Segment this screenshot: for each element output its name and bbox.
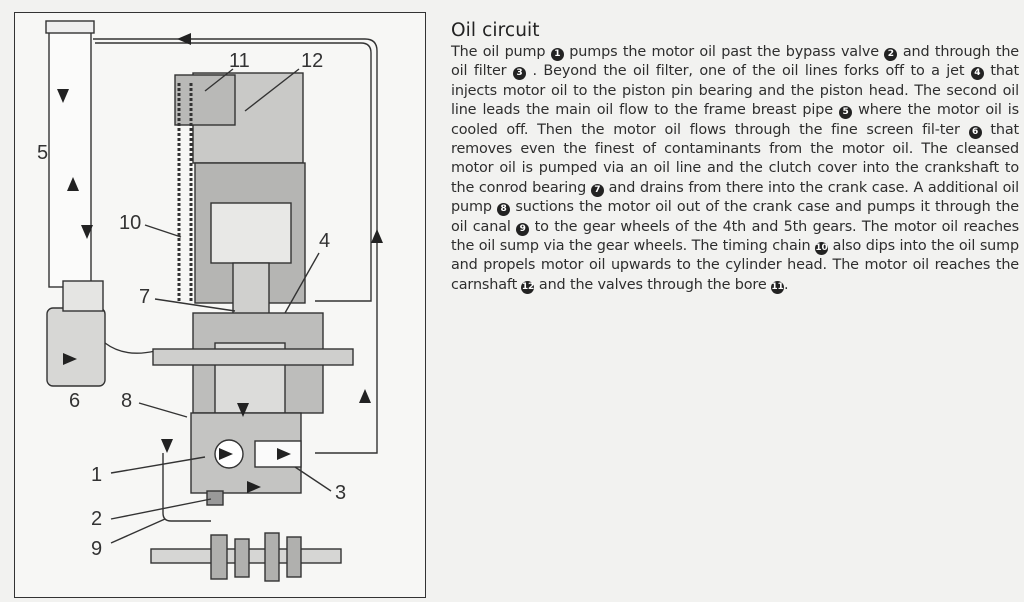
ref-marker-6: 6	[968, 125, 982, 139]
filter-top	[62, 280, 104, 312]
ref-marker-2: 2	[884, 48, 898, 61]
leader-2	[110, 498, 212, 520]
label-7: 7	[139, 286, 150, 308]
pipe-cap	[45, 20, 95, 34]
frame-breast-pipe	[48, 24, 92, 288]
arrow-pipe-down-2	[81, 225, 93, 239]
gear-3	[264, 532, 280, 582]
ref-marker-5: 5	[839, 106, 853, 120]
ref-marker-8: 8	[497, 203, 511, 217]
ref-marker-9: 9	[516, 222, 530, 236]
label-4: 4	[319, 230, 330, 252]
label-9: 9	[91, 538, 102, 560]
ref-marker-3: 3	[512, 67, 526, 81]
label-6: 6	[69, 390, 80, 412]
leader-9	[110, 518, 166, 544]
text-run: The oil pump	[451, 44, 551, 60]
oil-line-inner	[95, 42, 372, 302]
leader-4	[284, 252, 320, 314]
text-run: pumps the motor oil past the bypass valv…	[563, 44, 885, 60]
leader-7	[154, 298, 236, 312]
text-run: . Beyond the oil filter, one of the oil …	[525, 63, 971, 80]
bypass-valve	[206, 490, 224, 506]
camshaft-housing	[174, 74, 236, 126]
label-11: 11	[229, 50, 250, 72]
text-run: suctions the motor oil out of the crank …	[451, 199, 1019, 235]
arrow-pipe-down-1	[57, 89, 69, 103]
gear-1	[210, 534, 228, 580]
leader-10	[144, 224, 182, 238]
leader-11	[204, 68, 234, 92]
text-run: .	[784, 276, 789, 293]
body-paragraph: The oil pump 1 pumps the motor oil past …	[451, 43, 1019, 295]
arrow-bottom-right	[247, 481, 261, 493]
leader-3	[294, 466, 332, 492]
arrow-right-up-2	[359, 389, 371, 403]
label-1: 1	[91, 464, 102, 486]
return-oil-line	[93, 38, 378, 454]
label-2: 2	[91, 508, 102, 530]
arrow-right-up-1	[371, 229, 383, 243]
text-run: where the motor oil is cooled off. Then …	[451, 102, 1019, 138]
label-10: 10	[119, 212, 141, 234]
ref-marker-12: 12	[521, 280, 535, 294]
gear-2	[234, 538, 250, 578]
ref-marker-10: 10	[815, 242, 829, 256]
ref-marker-4: 4	[970, 67, 984, 81]
label-12: 12	[301, 50, 323, 72]
leader-8	[138, 402, 188, 418]
text-run: and the valves through the bore	[534, 276, 771, 293]
label-8: 8	[121, 390, 132, 412]
text-run: and drains from there into the crank cas…	[451, 179, 1019, 216]
piston	[210, 202, 292, 264]
arrow-crank-down	[237, 403, 249, 417]
text-run: also dips into the oil sump and propels …	[451, 238, 1019, 293]
arrow-pump	[219, 448, 233, 460]
leader-12	[244, 68, 300, 112]
crankshaft	[152, 348, 354, 366]
figure-frame: 11 12 5 10 4 7 6 8 1 3 2 9	[14, 12, 426, 598]
leader-1	[110, 456, 206, 474]
arrow-filter-right	[277, 448, 291, 460]
fine-screen-filter	[46, 307, 106, 387]
arrow-left-down	[161, 439, 173, 453]
text-run: and through the oil filter	[451, 44, 1020, 80]
gear-4	[286, 536, 302, 578]
clutch-oil-line	[104, 342, 156, 354]
ref-marker-11: 11	[771, 280, 784, 294]
oil-circuit-diagram: 11 12 5 10 4 7 6 8 1 3 2 9	[37, 20, 383, 582]
label-3: 3	[335, 482, 346, 504]
arrow-pipe-up	[67, 177, 79, 191]
arrow-top-return	[177, 33, 191, 45]
ref-marker-7: 7	[590, 183, 604, 197]
text-run: to the gear wheels of the 4th and 5th ge…	[451, 218, 1019, 255]
section-title: Oil circuit	[451, 20, 540, 41]
text-run: that injects motor oil to the piston pin…	[451, 63, 1019, 119]
text-run: that removes even the finest of contamin…	[451, 121, 1019, 196]
ref-marker-1: 1	[550, 48, 564, 61]
label-5: 5	[37, 142, 48, 164]
arrow-filter-in	[63, 353, 77, 365]
text-column: Oil circuit The oil pump 1 pumps the mot…	[451, 20, 1019, 295]
